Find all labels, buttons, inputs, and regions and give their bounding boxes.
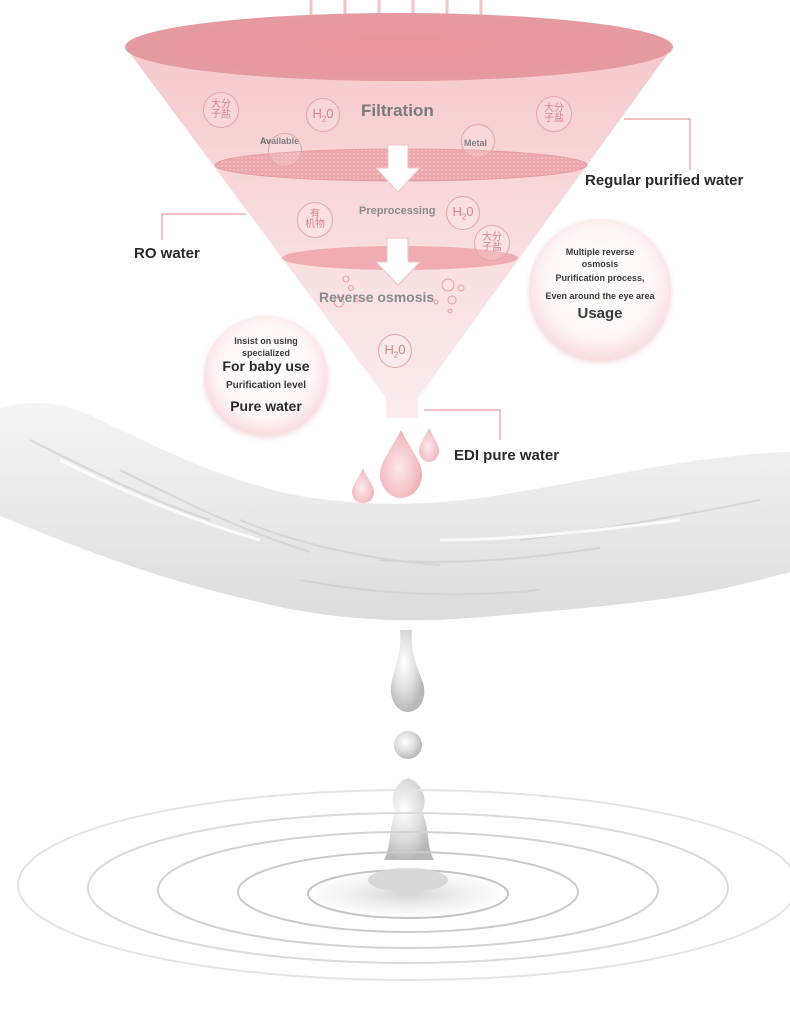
molecule-available <box>268 133 302 167</box>
leader-lines <box>161 118 691 440</box>
molecule-large-salt-1: 大分子盐 <box>203 92 239 128</box>
water-ripples <box>17 789 790 981</box>
molecule-metal <box>461 124 495 158</box>
water-drip <box>384 630 434 860</box>
baby-use-badge: Insist on using specialized For baby use… <box>204 316 328 436</box>
molecule-h2o-1: H20 <box>306 98 340 132</box>
funnel-rim <box>125 13 673 81</box>
flow-arrow-1 <box>374 144 422 193</box>
funnel-body <box>126 48 672 418</box>
preprocessing-label: Preprocessing <box>359 205 436 217</box>
usage-line-2: osmosis <box>581 259 619 269</box>
usage-line-3: Purification process, <box>555 273 645 283</box>
ro-water-label: RO water <box>134 245 200 262</box>
baby-line-2: specialized <box>241 348 291 358</box>
usage-title: Usage <box>577 305 623 322</box>
molecule-h2o-3: H20 <box>378 334 412 368</box>
molecule-large-salt-2: 大分子盐 <box>536 96 572 132</box>
usage-badge: Multiple reverse osmosis Purification pr… <box>529 219 671 361</box>
towel <box>0 403 790 621</box>
filtration-label: Filtration <box>361 101 434 120</box>
baby-title-2: Pure water <box>230 398 302 414</box>
molecule-large-salt-3: 大分子盐 <box>474 225 510 261</box>
bubbles <box>333 275 465 314</box>
baby-line-1: Insist on using <box>234 336 298 346</box>
usage-line-1: Multiple reverse <box>565 247 635 257</box>
flow-arrow-2 <box>374 237 422 286</box>
molecule-organics: 有机物 <box>297 202 333 238</box>
reverse-osmosis-label: Reverse osmosis <box>319 289 435 305</box>
baby-line-3: Purification level <box>225 380 307 391</box>
molecule-h2o-2: H20 <box>446 196 480 230</box>
usage-line-4: Even around the eye area <box>545 291 655 301</box>
regular-purified-water-label: Regular purified water <box>585 172 744 189</box>
baby-title: For baby use <box>222 358 310 374</box>
edi-pure-water-label: EDI pure water <box>454 447 560 464</box>
